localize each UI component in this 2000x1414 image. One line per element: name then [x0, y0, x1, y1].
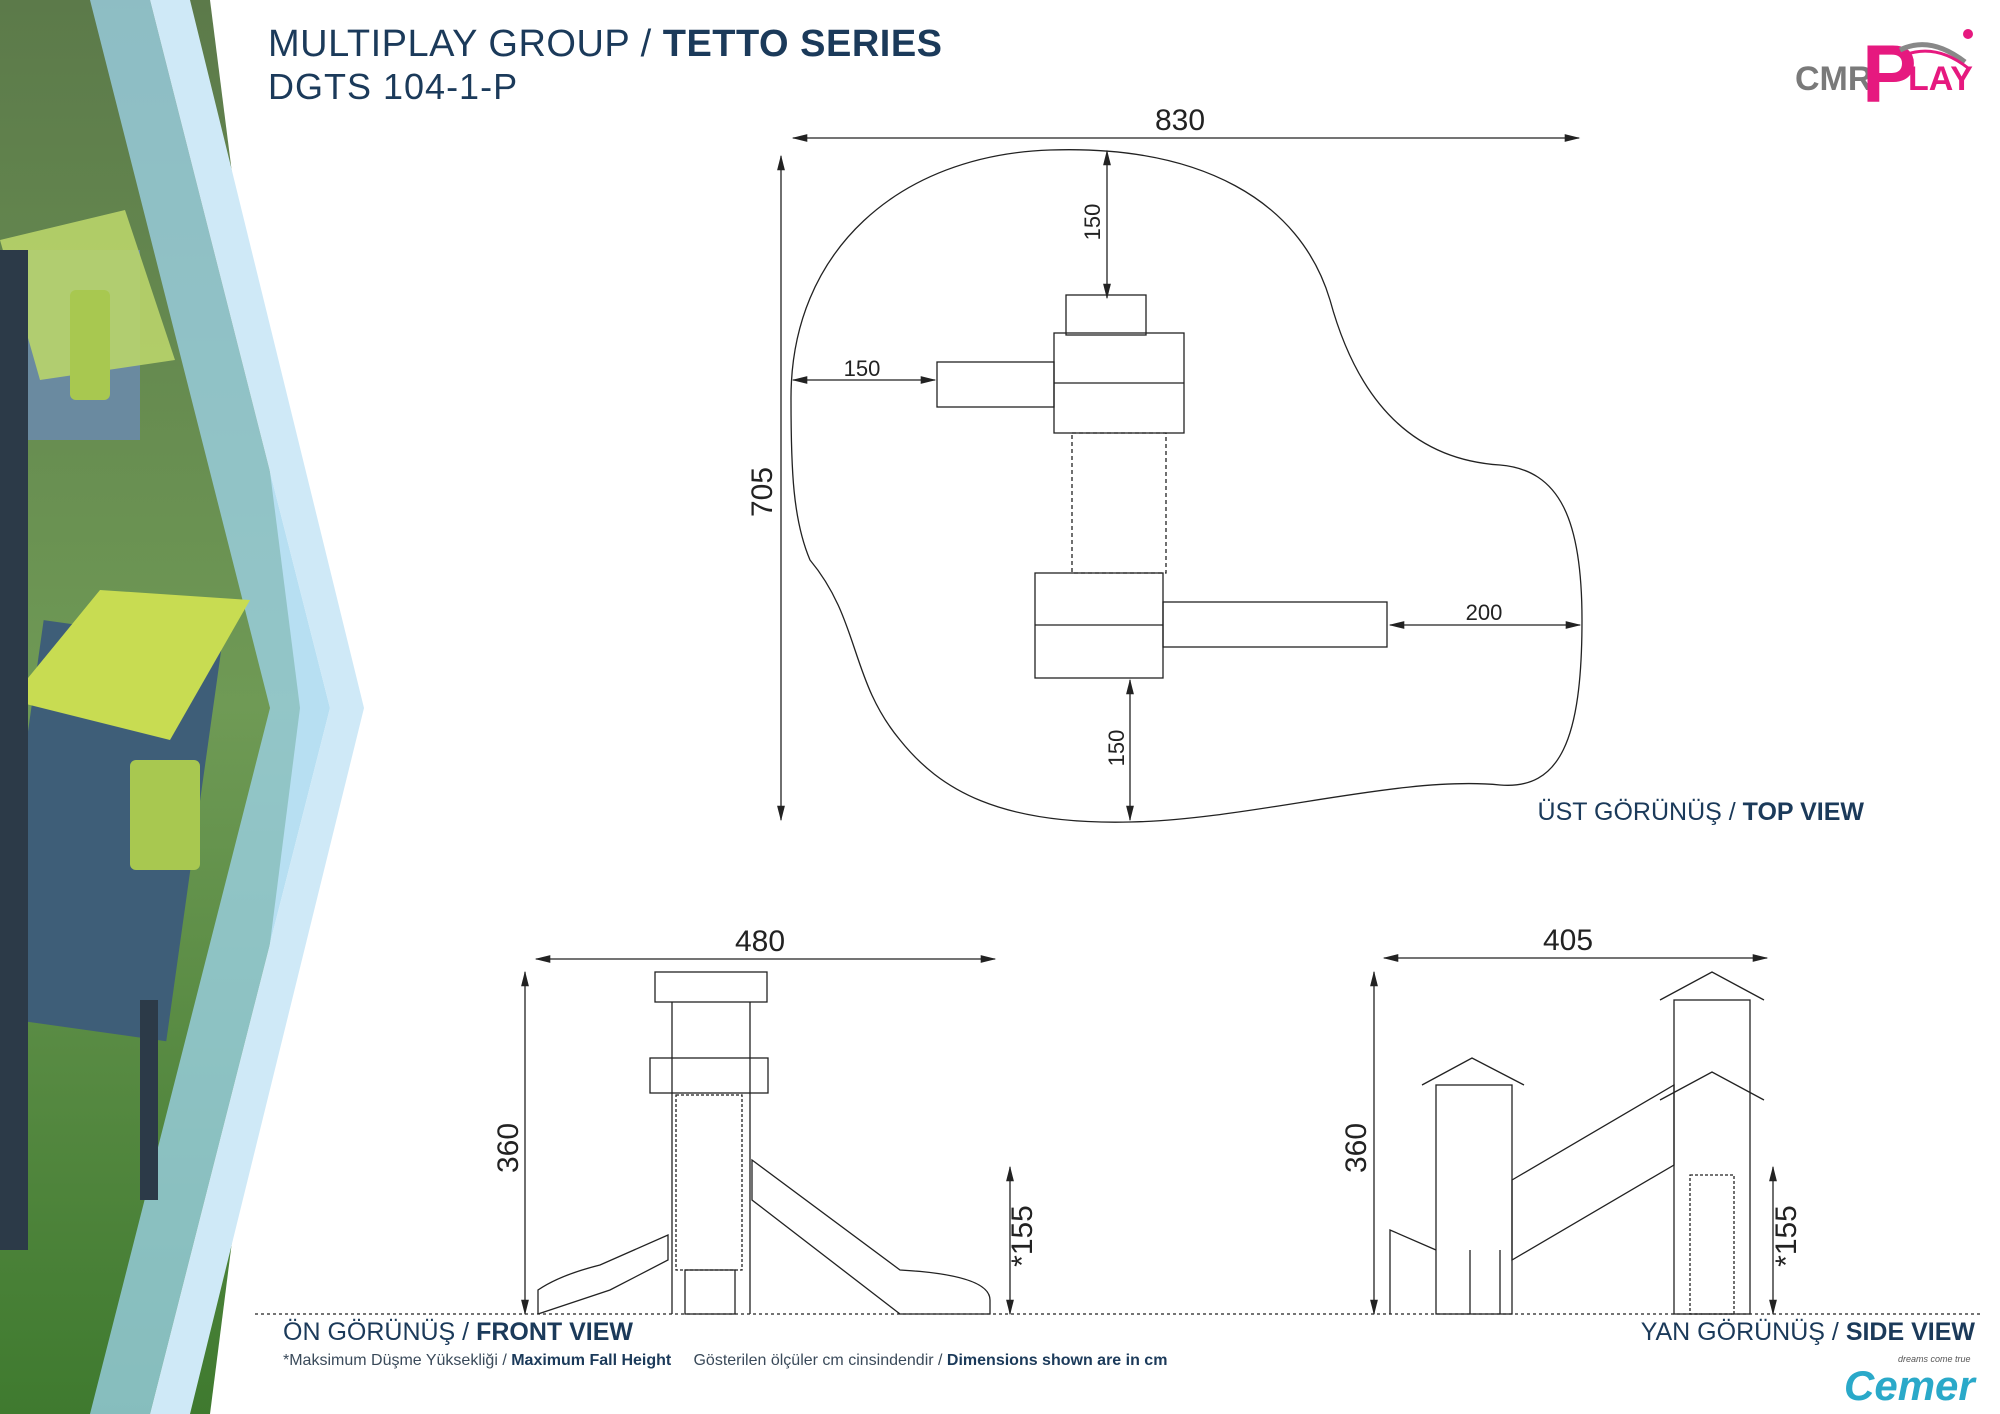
svg-text:P: P [1862, 29, 1917, 110]
svg-text:LAY: LAY [1908, 60, 1973, 98]
dim-side-width: 405 [1543, 924, 1593, 957]
dim-clearance-top: 150 [1080, 204, 1105, 241]
dim-clearance-bottom: 150 [1104, 730, 1129, 767]
dim-clearance-right: 200 [1466, 600, 1503, 625]
dim-clearance-left: 150 [844, 356, 881, 381]
svg-text:dreams come true: dreams come true [1898, 1354, 1971, 1364]
chevron-band-inner [90, 0, 330, 1414]
product-photo-panel [0, 0, 364, 1414]
dim-front-height: 360 [492, 1123, 525, 1173]
chevron-band-outer [150, 0, 364, 1414]
side-view-label: YAN GÖRÜNÜŞ / SIDE VIEW [1640, 1318, 1975, 1346]
cemer-logo: dreams come true Cemer [1844, 1354, 1977, 1409]
dim-top-width: 830 [1155, 104, 1205, 137]
page-title: MULTIPLAY GROUP / TETTO SERIES [268, 22, 943, 66]
front-view-label: ÖN GÖRÜNÜŞ / FRONT VIEW [283, 1318, 634, 1346]
dim-front-width: 480 [735, 925, 785, 958]
cmrplay-logo: CMR P LAY [1795, 29, 1973, 110]
structure-front-view [537, 971, 991, 1315]
series-name: TETTO SERIES [662, 23, 943, 65]
group-name: MULTIPLAY GROUP / [268, 23, 663, 65]
dim-side-fall-height: *155 [1770, 1205, 1803, 1267]
svg-text:Cemer: Cemer [1844, 1362, 1977, 1409]
dim-side-height: 360 [1340, 1123, 1373, 1173]
structure-side-view [1389, 971, 1765, 1315]
top-view-label: ÜST GÖRÜNÜŞ / TOP VIEW [1537, 798, 1864, 826]
safety-zone-outline [790, 149, 1583, 823]
dim-top-depth: 705 [746, 467, 779, 517]
dim-front-fall-height: *155 [1006, 1205, 1039, 1267]
footnote: *Maksimum Düşme Yüksekliği / Maximum Fal… [283, 1352, 1168, 1369]
structure-top-view [936, 294, 1388, 679]
model-code: DGTS 104-1-P [268, 66, 519, 107]
svg-text:CMR: CMR [1795, 60, 1872, 98]
